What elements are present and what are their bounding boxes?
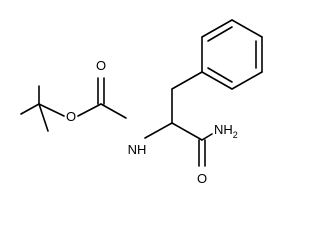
ring-inner-bond-3 xyxy=(207,67,233,83)
bond-oxygen-to-carbonyl xyxy=(77,103,102,117)
bond-tbu-to-oxygen xyxy=(38,103,65,117)
amide-nh2-label: NH2 xyxy=(214,122,238,140)
amide-nh2-main: NH xyxy=(214,122,233,137)
molecule-structure: O O NH NH2 O xyxy=(20,19,263,186)
bond-alpha-to-amide xyxy=(171,122,203,141)
carbamate-oxygen-label: O xyxy=(96,58,106,73)
ring-inner-bond-1 xyxy=(207,26,233,42)
bond-tbu-left xyxy=(20,103,40,115)
amine-nh-label: NH xyxy=(128,142,147,157)
tert-butyl-group xyxy=(20,85,65,132)
ester-oxygen-label: O xyxy=(66,109,76,124)
bond-amide-to-nh2 xyxy=(201,133,213,141)
ring-bond-6 xyxy=(201,71,233,90)
backbone xyxy=(144,71,213,167)
ring-bond-3 xyxy=(231,19,263,38)
bond-ch2-to-ring xyxy=(171,71,203,90)
amide-nh2-subscript: 2 xyxy=(233,130,238,140)
carbamate-group xyxy=(77,77,127,119)
bond-nh-to-alpha xyxy=(144,122,173,139)
phenyl-ring xyxy=(201,19,263,90)
bond-tbu-down xyxy=(38,103,49,132)
amide-oxygen-label: O xyxy=(197,171,207,186)
bond-carbonyl-to-nh xyxy=(100,103,127,119)
ring-bond-2 xyxy=(201,19,233,38)
ring-bond-5 xyxy=(231,71,263,90)
